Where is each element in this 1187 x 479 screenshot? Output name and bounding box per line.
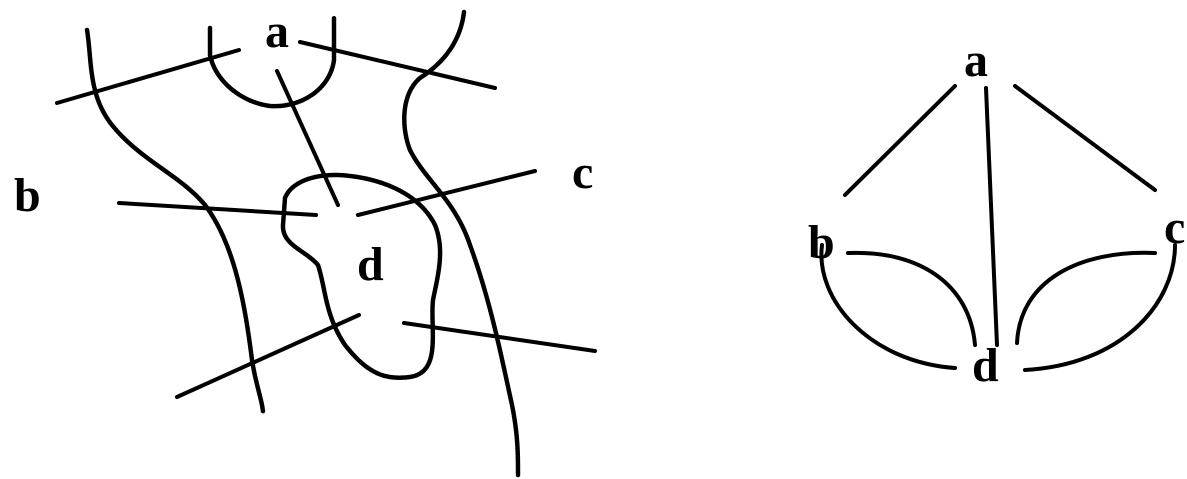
map-label-c: c (572, 146, 593, 199)
map-label-a: a (265, 5, 289, 58)
graph-node-b: b (808, 216, 835, 269)
bridge-a-c (298, 40, 497, 90)
river-bank-right (402, 9, 521, 478)
graph-node-c: c (1164, 201, 1185, 254)
graph-edge-c-d-outer (1023, 243, 1177, 372)
bridge-c-d-upper (356, 169, 537, 217)
river-bank-top-arc (207, 15, 337, 109)
graph-edge-b-d-outer (819, 243, 957, 370)
bridge-b-d-upper (117, 201, 318, 217)
graph-edge-c-d-inner (1015, 250, 1157, 345)
bridge-a-b (55, 48, 241, 105)
bridge-a-d (275, 69, 340, 207)
graph-node-a: a (964, 34, 988, 87)
graph-edge-a-c (1013, 84, 1157, 192)
konigsberg-map: a b c d (14, 5, 597, 478)
bridge-b-d-lower (175, 313, 361, 399)
konigsberg-graph: a b c d (808, 34, 1185, 392)
island-d-outline (280, 172, 443, 380)
graph-edge-b-d-inner (846, 250, 977, 347)
graph-edge-a-b (843, 84, 957, 197)
bridge-c-d-lower (402, 321, 597, 353)
graph-node-d: d (972, 339, 999, 392)
map-label-d: d (357, 238, 384, 291)
map-label-b: b (14, 169, 41, 222)
graph-edge-a-d (984, 86, 999, 347)
